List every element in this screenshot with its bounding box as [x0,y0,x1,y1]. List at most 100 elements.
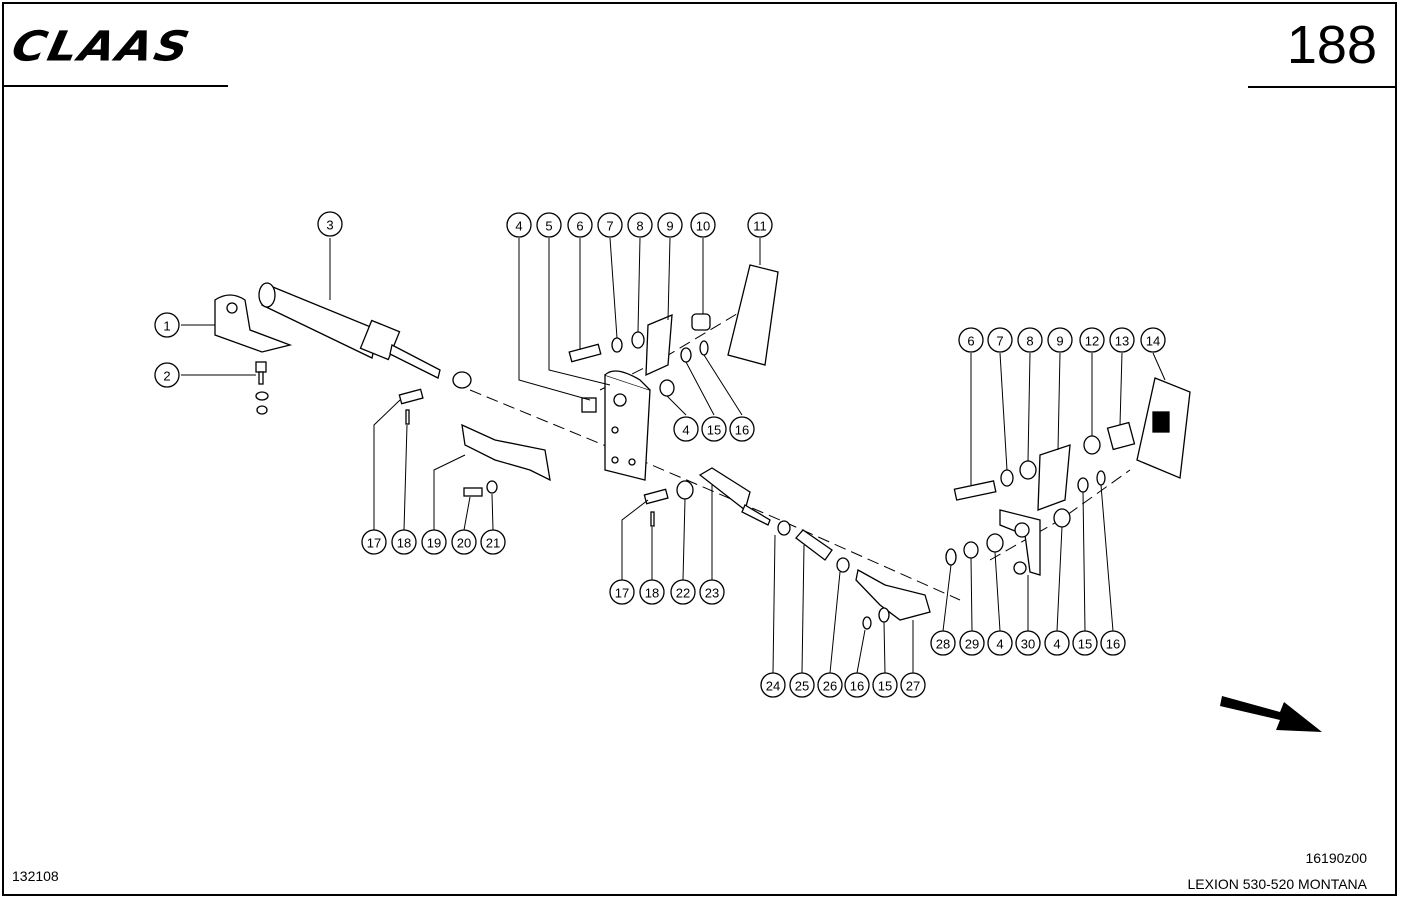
bushing-part-4 [581,397,597,413]
callout-21: 21 [480,529,506,555]
pin-part-17b [643,488,669,505]
callout-10: 10 [690,212,716,238]
callout-24: 24 [760,672,786,698]
callout-number: 8 [1026,334,1033,349]
sleeve-part-25 [795,529,833,561]
ring-part-28 [945,548,957,566]
washer-part-7b [1000,469,1014,487]
callout-number: 17 [615,586,629,601]
washer-part-8 [631,331,645,349]
callout-23: 23 [699,579,725,605]
callout-19: 19 [421,529,447,555]
bushing-part-4b [659,379,675,397]
callout-number: 12 [1085,334,1099,349]
plate-part-9 [645,313,673,377]
callout-number: 30 [1021,637,1035,652]
callout-17: 17 [361,529,387,555]
spacer-part-22 [676,480,694,500]
callout-number: 1 [163,319,170,334]
callout-16: 16 [1100,630,1126,656]
callout-26: 26 [817,672,843,698]
callout-7: 7 [597,212,623,238]
callout-3: 3 [317,211,343,237]
callout-number: 15 [878,679,892,694]
callout-number: 4 [682,423,689,438]
callout-16: 16 [729,416,755,442]
callout-number: 27 [906,679,920,694]
washer-part-7 [611,337,623,353]
callout-number: 9 [666,219,673,234]
header-rule-left [4,85,228,87]
callout-13: 13 [1109,327,1135,353]
pin-part-17 [398,388,424,405]
callout-number: 9 [1056,334,1063,349]
washer-part-21 [486,480,498,494]
callout-15: 15 [1072,630,1098,656]
callout-number: 20 [457,536,471,551]
callout-15: 15 [701,416,727,442]
callout-8: 8 [1017,327,1043,353]
callout-number: 26 [823,679,837,694]
callout-number: 24 [766,679,780,694]
callout-number: 18 [645,586,659,601]
callout-29: 29 [959,630,985,656]
callout-number: 4 [515,219,522,234]
rod-end-part-27 [855,568,931,621]
callout-number: 19 [427,536,441,551]
catalog-code: 132108 [12,868,59,884]
washer-part-15b [878,607,890,623]
callout-16: 16 [844,672,870,698]
washer-part-8b [1019,460,1037,480]
callout-number: 15 [707,423,721,438]
callout-4: 4 [987,630,1013,656]
callout-9: 9 [657,212,683,238]
pin-part-18b [650,511,655,527]
bushing-part-4c [1053,508,1071,528]
callout-28: 28 [930,630,956,656]
bushing-part-10 [691,313,711,331]
leader-lines [181,237,1166,674]
callout-20: 20 [451,529,477,555]
bushing-part-12 [1083,435,1101,455]
callout-number: 13 [1115,334,1129,349]
callout-number: 29 [965,637,979,652]
callout-number: 21 [486,536,500,551]
bracket-part-1 [214,294,293,353]
callout-number: 4 [1053,637,1060,652]
nut-part-26 [836,557,850,573]
screw-part-30 [1013,561,1027,575]
ring-part-16b [862,616,872,630]
bushing-part-4d [986,533,1004,553]
washer-part-29 [963,541,979,559]
shield-window-part-14 [1152,411,1170,433]
callout-number: 2 [163,369,170,384]
callout-30: 30 [1015,630,1041,656]
callout-number: 16 [850,679,864,694]
callout-9: 9 [1047,327,1073,353]
callout-number: 4 [996,637,1003,652]
assembly-axis-main [469,389,961,601]
callout-number: 25 [795,679,809,694]
bracket-part-19 [461,423,551,482]
bolt-part-2 [255,361,269,415]
washer-part-15 [680,347,692,363]
callout-number: 18 [397,536,411,551]
callout-number: 15 [1078,637,1092,652]
callout-11: 11 [747,212,773,238]
plate-part-9b [1037,444,1071,511]
callout-27: 27 [900,672,926,698]
callout-18: 18 [391,529,417,555]
nut-part-13 [1106,421,1136,451]
callout-number: 22 [676,586,690,601]
ring-part-16 [699,340,709,356]
rod-end-part-23 [698,467,751,512]
callout-7: 7 [987,327,1013,353]
rod-thread-part-23 [741,504,771,526]
drawing-code: 16190z00 [1305,850,1367,866]
callout-number: 7 [606,219,613,234]
callout-number: 3 [326,218,333,233]
pin-part-18 [405,409,410,425]
washer-part-15c [1077,477,1089,493]
